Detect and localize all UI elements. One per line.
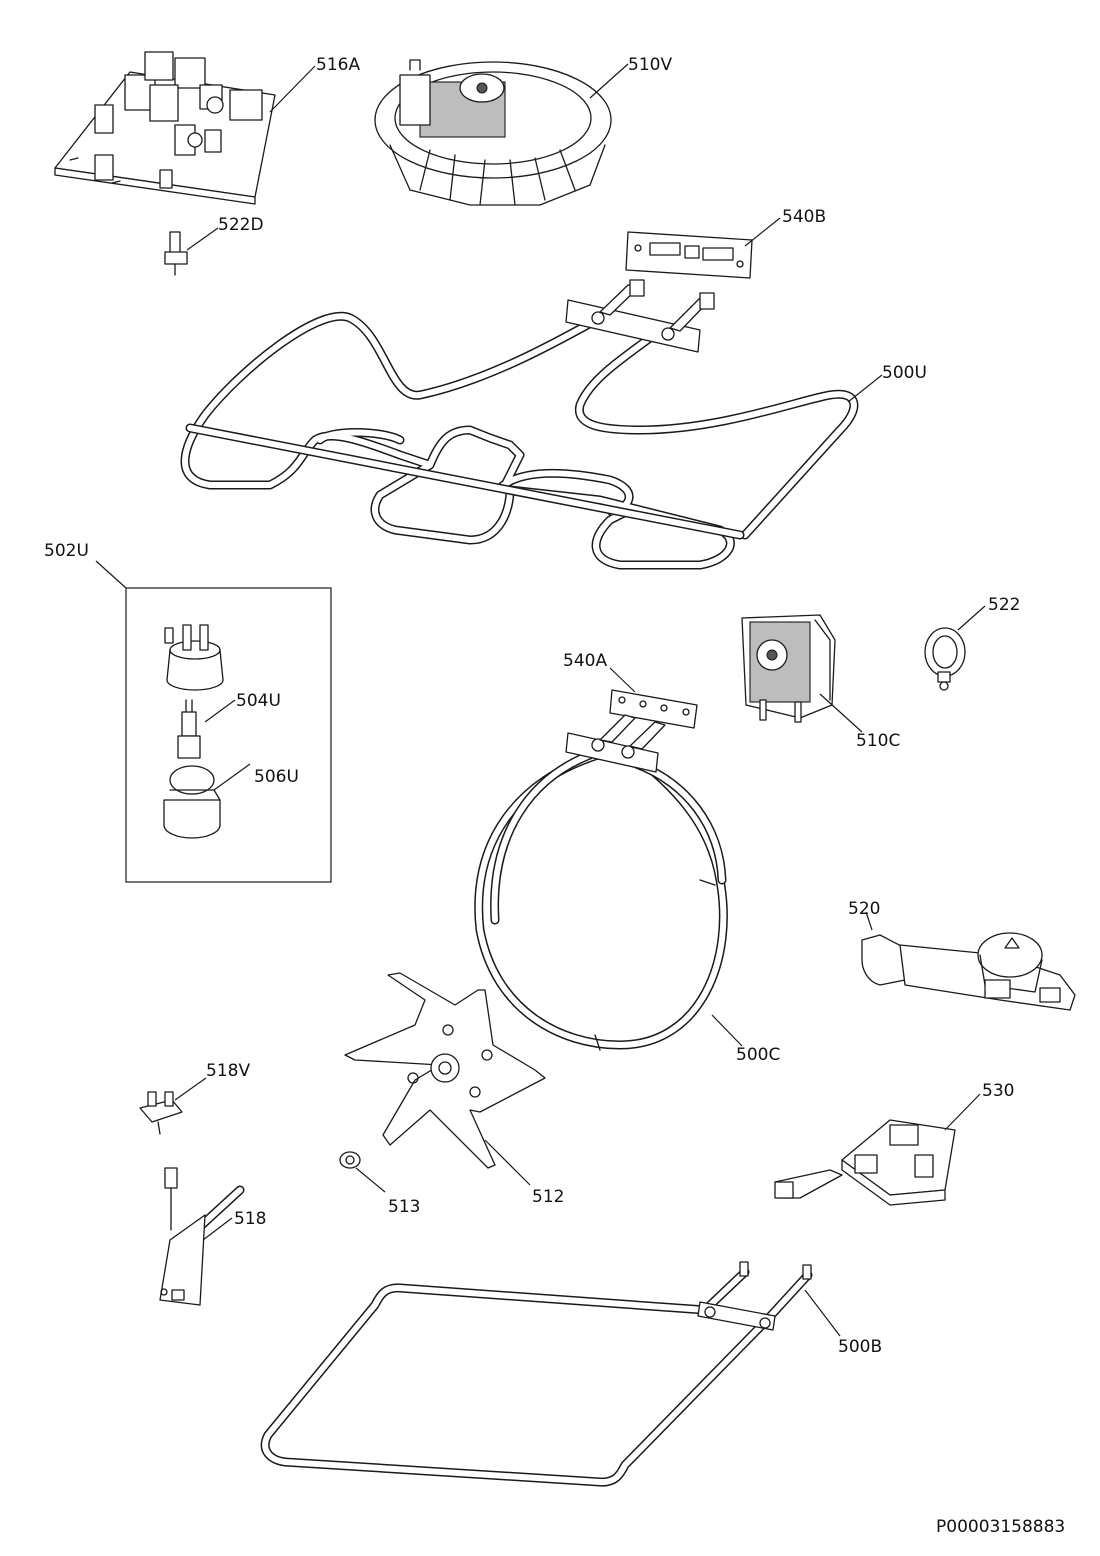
part-510V-fan-assembly	[374, 59, 612, 206]
part-516A-control-board	[54, 51, 276, 205]
part-518-temperature-sensor	[159, 1167, 245, 1306]
label-530: 530	[982, 1081, 1014, 1101]
leader-540A	[609, 667, 636, 693]
part-530-electronic-module	[774, 1119, 956, 1206]
label-502U: 502U	[44, 541, 89, 561]
part-518V-thermal-cutout	[139, 1091, 183, 1135]
part-504U-lamp-bulb	[177, 699, 201, 759]
leader-518	[202, 1217, 233, 1241]
leader-510C	[819, 693, 863, 733]
leader-522	[957, 605, 986, 631]
label-513: 513	[388, 1197, 420, 1217]
leader-522D	[186, 227, 219, 251]
leader-518V	[174, 1077, 207, 1101]
label-500B: 500B	[838, 1337, 882, 1357]
leader-513	[355, 1167, 386, 1193]
leader-530	[944, 1093, 981, 1131]
part-522-cable-clip	[924, 627, 966, 691]
label-500C: 500C	[736, 1045, 780, 1065]
leader-512	[484, 1139, 531, 1186]
label-540A: 540A	[563, 651, 607, 671]
leader-500B	[804, 1289, 841, 1337]
part-540B-mounting-plate	[625, 231, 753, 279]
part-522D-connector	[164, 231, 188, 276]
part-502U-lamp-holder	[164, 624, 224, 691]
label-540B: 540B	[782, 207, 826, 227]
label-504U: 504U	[236, 691, 281, 711]
label-516A: 516A	[316, 55, 360, 75]
leader-506U	[213, 763, 251, 791]
label-518V: 518V	[206, 1061, 250, 1081]
lamp-kit-frame	[125, 587, 332, 883]
leader-500C	[711, 1014, 743, 1047]
label-500U: 500U	[882, 363, 927, 383]
leader-516A	[269, 65, 316, 113]
leader-500U	[847, 374, 883, 403]
label-512: 512	[532, 1187, 564, 1207]
part-540A-plate	[609, 689, 698, 729]
leader-540B	[744, 217, 781, 247]
part-500C-circular-element	[474, 714, 728, 1051]
label-522: 522	[988, 595, 1020, 615]
part-510C-fan-motor	[741, 614, 836, 723]
part-500B-bottom-element	[260, 1261, 813, 1487]
leader-520	[865, 911, 873, 931]
leader-510V	[589, 63, 629, 99]
label-510C: 510C	[856, 731, 900, 751]
part-500U-grill-element	[180, 279, 859, 570]
part-512-fan-blade	[344, 972, 546, 1169]
label-520: 520	[848, 899, 880, 919]
leader-504U	[204, 699, 236, 723]
label-510V: 510V	[628, 55, 672, 75]
label-522D: 522D	[218, 215, 264, 235]
part-513-fan-nut	[339, 1151, 361, 1169]
label-518: 518	[234, 1209, 266, 1229]
label-506U: 506U	[254, 767, 299, 787]
document-id: P00003158883	[936, 1517, 1065, 1537]
leader-502U	[95, 560, 127, 589]
part-506U-lamp-cover	[163, 765, 221, 839]
part-520-door-lock	[861, 932, 1076, 1011]
